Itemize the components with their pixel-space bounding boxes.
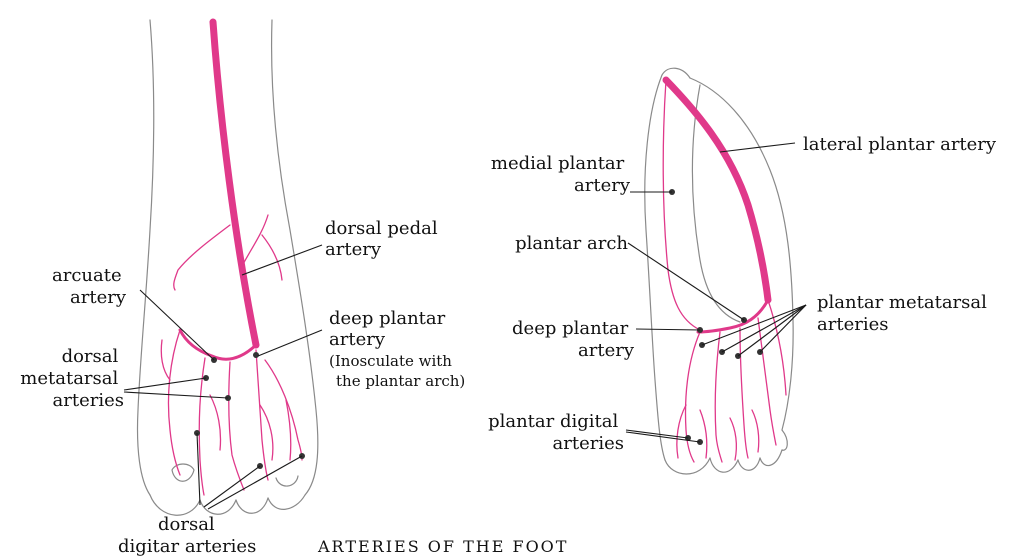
leader-dorsal-pedal: [242, 245, 322, 275]
leader-deep-plantar-dorsal: [258, 330, 322, 356]
label-plantar-metatarsal-arteries: plantar metatarsal arteries: [817, 292, 993, 335]
plantar-toe-1: [665, 458, 710, 474]
figure-caption: ARTERIES OF THE FOOT: [317, 537, 568, 556]
leader-dorsal-digital-c: [208, 456, 302, 509]
leader-arcuate: [140, 290, 214, 360]
dorsal-toenail-4: [276, 476, 298, 486]
label-arcuate-artery: arcuate artery: [52, 265, 127, 308]
dorsal-toe-3: [236, 498, 268, 513]
dorsal-branch-lateral: [240, 215, 282, 280]
dorsal-metatarsal-3: [229, 362, 244, 490]
leader-plantar-digital-a: [626, 430, 688, 438]
leader-dorsal-digital-b: [204, 466, 260, 507]
dorsal-branch-medial: [174, 225, 230, 290]
label-dorsal-pedal-artery: dorsal pedal artery: [325, 218, 443, 260]
dorsal-toe-4: [268, 495, 305, 509]
label-inosculate-note: (Inosculate with the plantar arch): [329, 352, 465, 390]
label-deep-plantar-artery-plantar: deep plantar artery: [512, 318, 635, 361]
label-dorsal-metatarsal-arteries: dorsal metatarsal arteries: [20, 346, 124, 411]
label-plantar-arch: plantar arch: [515, 233, 628, 254]
dorsal-toe-1: [150, 495, 200, 515]
label-dorsal-digital-arteries: dorsal digitar arteries: [118, 514, 256, 557]
dorsal-metatarsal-5: [265, 360, 302, 460]
plantar-arch: [698, 300, 768, 332]
label-plantar-digital-arteries: plantar digital arteries: [488, 411, 624, 454]
plantar-toe-5: [782, 430, 787, 450]
dot-deep-plantar-dorsal: [253, 352, 259, 358]
dorsal-pedal-artery: [213, 22, 256, 345]
label-medial-plantar-artery: medial plantar artery: [491, 153, 631, 196]
dorsal-metatarsal-1: [168, 330, 180, 475]
leader-plantar-metatarsal-a: [702, 305, 806, 345]
label-lateral-plantar-artery: lateral plantar artery: [803, 134, 997, 155]
plantar-toe-2: [710, 458, 738, 472]
dorsal-toe-2: [200, 500, 236, 514]
dorsal-foot-outline-left: [138, 20, 154, 495]
plantar-foot-outline: [645, 75, 793, 460]
dorsal-foot: arcuate artery dorsal pedal artery deep …: [20, 20, 465, 557]
plantar-foot: lateral plantar artery medial plantar ar…: [488, 68, 997, 474]
plantar-toe-4: [760, 450, 782, 466]
medial-plantar-artery: [663, 80, 700, 330]
leader-deep-plantar-plantar: [636, 329, 700, 330]
leader-plantar-arch: [628, 243, 744, 320]
leader-dorsal-metatarsal-b: [124, 392, 228, 398]
lateral-plantar-artery: [666, 80, 768, 300]
dorsal-toenail-1: [172, 464, 194, 481]
label-deep-plantar-artery-dorsal: deep plantar artery: [329, 308, 451, 350]
plantar-toe-3: [738, 458, 760, 470]
leader-plantar-metatarsal-d: [760, 305, 806, 352]
arcuate-artery: [180, 330, 256, 359]
leader-dorsal-metatarsal-a: [124, 378, 206, 390]
